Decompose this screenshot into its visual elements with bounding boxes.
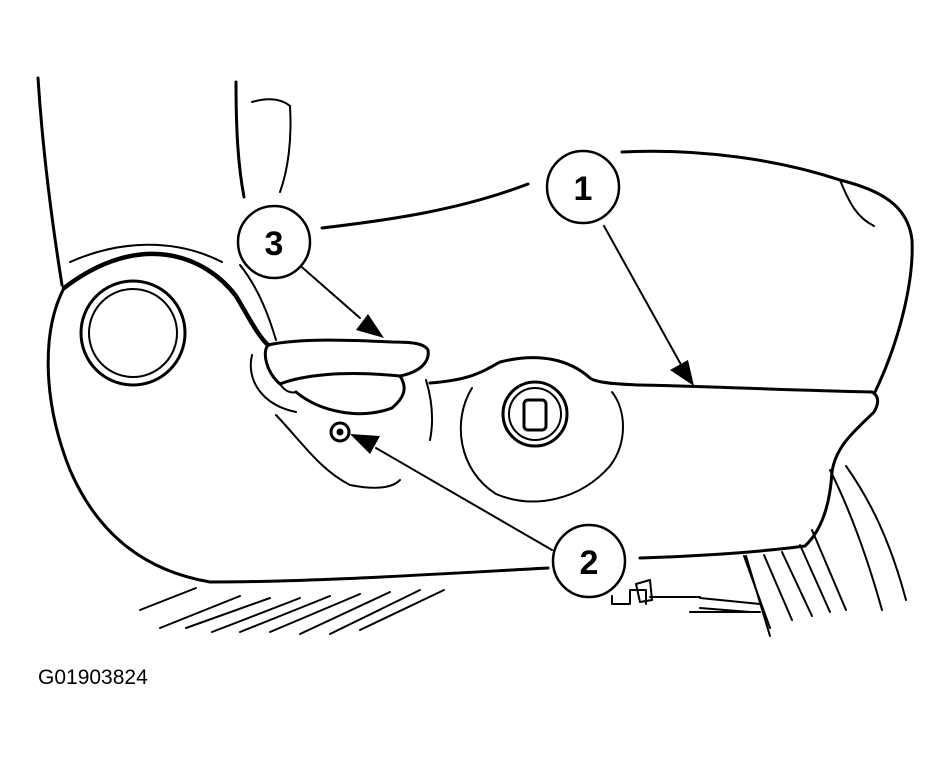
callout-3-label: 3 — [265, 225, 284, 263]
leader-arrows — [295, 225, 694, 551]
recliner-knob — [79, 279, 187, 387]
callout-3: 3 — [236, 204, 312, 280]
callout-1: 1 — [545, 149, 621, 225]
arrow-2-head — [350, 434, 380, 454]
seat-cushion — [320, 149, 914, 394]
callout-2-label: 2 — [580, 544, 599, 582]
callout-2: 2 — [551, 523, 627, 599]
screw — [329, 421, 351, 443]
figure-code: G01903824 — [38, 666, 148, 689]
side-trim-panel — [46, 251, 880, 584]
lever-handle — [249, 338, 430, 416]
seat-track — [139, 465, 907, 637]
arrow-3-head — [356, 314, 384, 338]
lever-bezel — [275, 379, 434, 489]
track-bracket — [611, 579, 653, 605]
height-adjuster-knob — [459, 380, 624, 503]
seat-back — [36, 76, 292, 287]
callout-1-label: 1 — [574, 170, 593, 208]
arrow-1-head — [670, 360, 694, 386]
